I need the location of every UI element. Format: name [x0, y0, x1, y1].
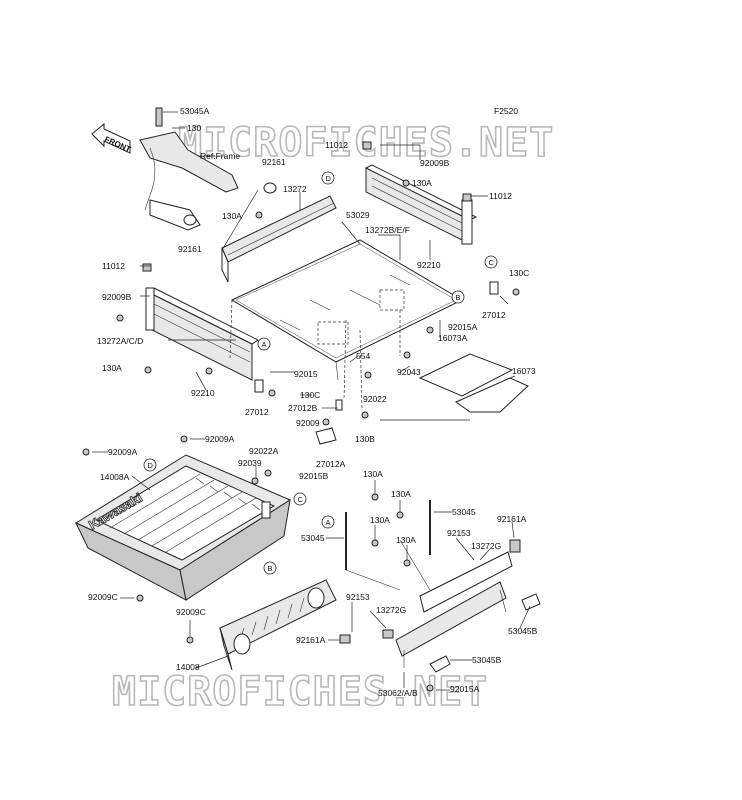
callout-a-bottom: A	[321, 515, 335, 529]
svg-text:C: C	[489, 258, 495, 267]
part-label: 27012	[482, 310, 506, 320]
callout-a-top: A	[257, 337, 271, 351]
part-label: 92153	[346, 592, 370, 602]
front-panel-13272	[221, 195, 337, 283]
part-label: 130A	[396, 535, 416, 545]
part-label: 92009A	[205, 434, 235, 444]
part-label: 92009A	[108, 447, 138, 457]
part-label: 92039	[238, 458, 262, 468]
part-label: 92043	[397, 367, 421, 377]
part-label: 53045	[452, 507, 476, 517]
latch-assembly-top	[139, 107, 277, 231]
part-label: 14008	[176, 662, 200, 672]
part-label: 92161	[262, 157, 286, 167]
part-label: 92009	[296, 418, 320, 428]
ref-frame-label: Ref.Frame	[200, 151, 240, 161]
part-label: 92015B	[299, 471, 329, 481]
svg-text:A: A	[326, 518, 331, 527]
part-label: 53045B	[472, 655, 502, 665]
part-label: 130C	[509, 268, 529, 278]
part-label: 13272	[283, 184, 307, 194]
reference-lines	[229, 299, 431, 591]
svg-text:D: D	[326, 174, 332, 183]
leader-lines-bottom	[92, 438, 531, 691]
callout-c-top: C	[484, 255, 498, 269]
figure-code: F2520	[494, 106, 518, 116]
callout-b-top: B	[451, 290, 465, 304]
part-label: 130	[187, 123, 201, 133]
part-label: 53029	[346, 210, 370, 220]
part-label: 92015A	[448, 322, 478, 332]
part-label: 92161	[178, 244, 202, 254]
part-label: 11012	[489, 191, 512, 201]
mat-16073a	[418, 353, 529, 413]
part-label: 92009C	[88, 592, 118, 602]
part-label: 92009C	[176, 607, 206, 617]
part-label: 130A	[391, 489, 411, 499]
svg-text:B: B	[268, 564, 273, 573]
part-label: 130C	[300, 390, 320, 400]
part-label: 13272B/E/F	[365, 225, 410, 235]
part-label: 130A	[222, 211, 242, 221]
part-label: 130A	[370, 515, 390, 525]
part-label: 14008A	[100, 472, 130, 482]
part-label: 13272G	[376, 605, 406, 615]
svg-text:A: A	[262, 340, 267, 349]
part-label: 92022A	[249, 446, 279, 456]
part-label: 53045	[301, 533, 325, 543]
right-panel-13272b	[364, 164, 478, 245]
part-label: 92022	[363, 394, 387, 404]
hardware-bits	[116, 141, 520, 445]
callout-d-bottom: D	[143, 458, 157, 472]
part-label: 130A	[412, 178, 432, 188]
part-label: 92015A	[450, 684, 480, 694]
part-label: 92210	[417, 260, 441, 270]
callout-d-top: D	[321, 171, 335, 185]
part-label: 27012B	[288, 403, 318, 413]
part-label: 11012	[102, 261, 125, 271]
part-label: 27012	[245, 407, 269, 417]
part-label: 16073A	[438, 333, 468, 343]
tailgate-14008	[219, 579, 337, 671]
callout-b-bottom: B	[263, 561, 277, 575]
part-label: 130A	[363, 469, 383, 479]
part-labels: 53045A 130 92161 13272 130A 11012 92009B…	[88, 106, 538, 698]
watermark-bottom: MICROFICHES.NET	[112, 669, 488, 715]
part-label: 92153	[447, 528, 471, 538]
svg-text:B: B	[456, 293, 461, 302]
part-label: 27012A	[316, 459, 346, 469]
leader-lines-top	[140, 144, 516, 421]
callout-c-bottom: C	[293, 492, 307, 506]
part-label: 554	[356, 351, 370, 361]
part-label: 11012	[325, 140, 348, 150]
part-label: 130A	[102, 363, 122, 373]
part-label: 92210	[191, 388, 215, 398]
part-label: 13272G	[471, 541, 501, 551]
part-label: 130B	[355, 434, 375, 444]
part-label: 92009B	[102, 292, 132, 302]
part-label: 16073	[512, 366, 536, 376]
svg-text:D: D	[148, 461, 154, 470]
part-label: 92015	[294, 369, 318, 379]
part-label: 53062/A/B	[378, 688, 418, 698]
part-label: 53045A	[180, 106, 210, 116]
part-label: 92161A	[497, 514, 527, 524]
front-arrow-icon: FRONT	[91, 122, 132, 154]
part-label: 92009B	[420, 158, 450, 168]
part-label: 92161A	[296, 635, 326, 645]
svg-text:C: C	[298, 495, 304, 504]
part-label: 13272A/C/D	[97, 336, 143, 346]
part-label: 53045B	[508, 626, 538, 636]
left-panel-13272a	[145, 287, 259, 381]
